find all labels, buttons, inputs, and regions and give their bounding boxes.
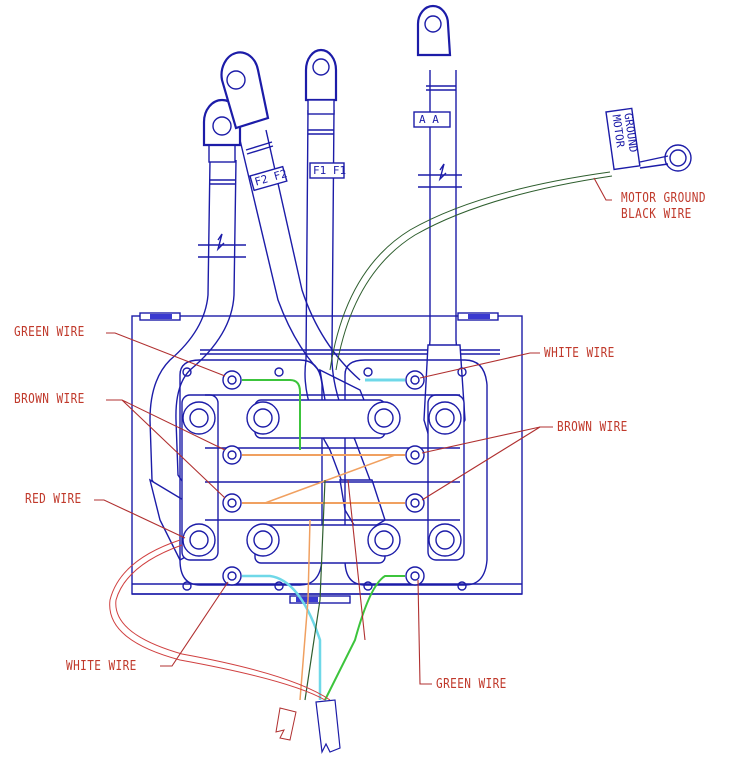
motor-ground-tag-line2: GROUND [621, 112, 639, 153]
cable-tag-f1: F1 F1 [313, 164, 346, 177]
large-terminal-nuts [182, 401, 462, 557]
solenoid-block [179, 359, 488, 591]
label-motor-ground-line1: MOTOR GROUND [621, 190, 706, 206]
label-white-wire-right: WHITE WIRE [544, 345, 615, 361]
small-terminal-nuts [222, 370, 425, 586]
label-green-wire-bottom: GREEN WIRE [436, 676, 507, 692]
label-motor-ground-line2: BLACK WIRE [621, 206, 692, 222]
label-white-wire-bottom: WHITE WIRE [66, 658, 137, 674]
label-green-wire-left: GREEN WIRE [14, 324, 85, 340]
motor-ground-tag-line1: MOTOR [610, 114, 628, 149]
cable-tag-a: A A [419, 113, 439, 126]
label-brown-wire-left: BROWN WIRE [14, 391, 85, 407]
cable-a: A A [413, 4, 466, 441]
control-wires [109, 378, 405, 755]
motor-ground-wire: MOTOR GROUND [329, 107, 692, 371]
label-brown-wire-right: BROWN WIRE [557, 419, 628, 435]
cable-f1: F1 F1 [304, 48, 386, 536]
leader-lines [94, 177, 612, 685]
cable-f2: F2 F2 [220, 51, 373, 431]
label-red-wire-left: RED WIRE [25, 491, 82, 507]
